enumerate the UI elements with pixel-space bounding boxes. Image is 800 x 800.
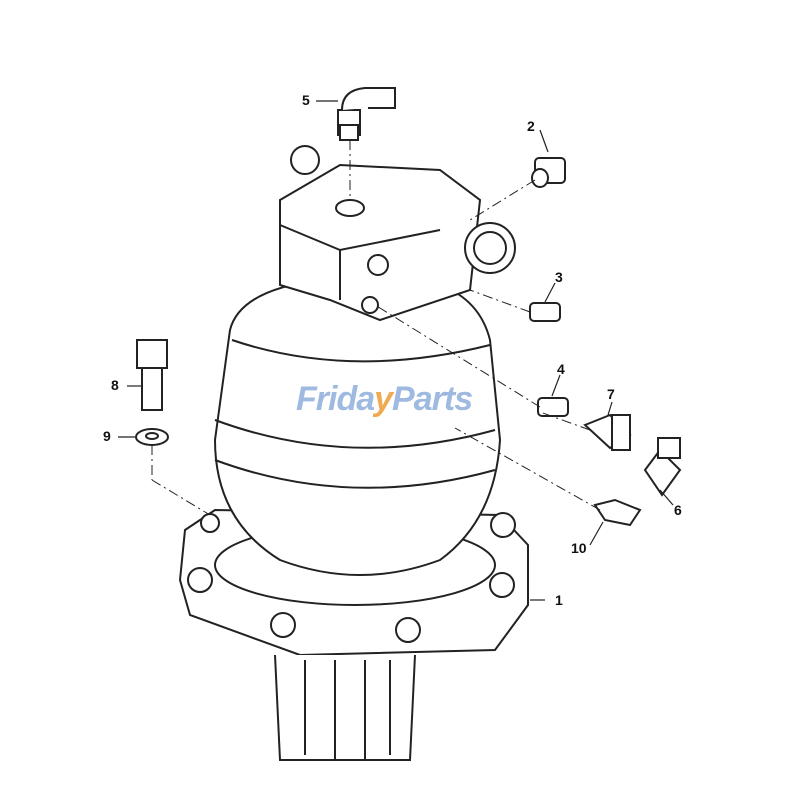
elbow-6 <box>643 437 682 497</box>
watermark-text-3: Parts <box>392 380 473 418</box>
callout-5: 5 <box>302 92 310 108</box>
flange-bolts <box>187 512 516 643</box>
fitting-4 <box>537 397 569 417</box>
callout-4: 4 <box>557 361 565 377</box>
bolt-8 <box>136 339 168 411</box>
callout-6: 6 <box>674 502 682 518</box>
plug-2 <box>531 157 566 188</box>
elbow-7 <box>583 413 632 451</box>
center-lines <box>151 140 601 516</box>
fitting-3 <box>529 302 561 322</box>
callout-7: 7 <box>607 386 615 402</box>
callout-8: 8 <box>111 377 119 393</box>
fitting-5 <box>337 87 396 141</box>
leader-lines <box>118 100 674 601</box>
watermark-text-1: Frida <box>296 380 375 418</box>
output-shaft <box>274 654 416 761</box>
watermark-text-2: y <box>374 380 393 418</box>
watermark-logo: FridayParts <box>296 380 473 419</box>
callout-2: 2 <box>527 118 535 134</box>
motor-housing <box>213 278 502 576</box>
elbow-10 <box>593 498 642 527</box>
callout-1: 1 <box>555 592 563 608</box>
callout-10: 10 <box>571 540 587 556</box>
callout-9: 9 <box>103 428 111 444</box>
callout-3: 3 <box>555 269 563 285</box>
washer-9 <box>135 428 169 446</box>
